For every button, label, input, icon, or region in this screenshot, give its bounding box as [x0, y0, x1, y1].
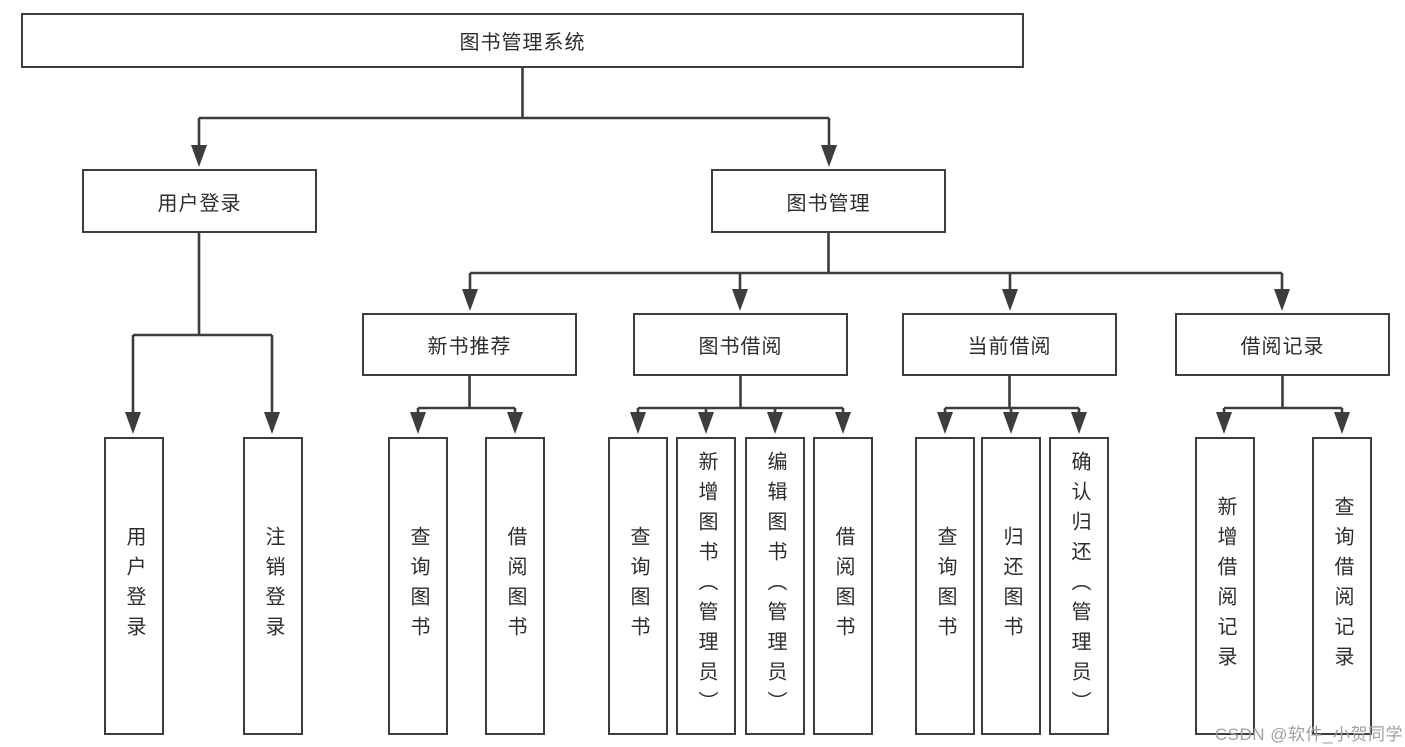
leaf-logout: 注销登录: [243, 437, 303, 735]
leaf-query-borrow-record: 查询借阅记录: [1312, 437, 1372, 735]
leaf-add-borrow-record-label: 新增借阅记录: [1214, 496, 1236, 676]
connector-root: [191, 68, 837, 167]
node-user-login: 用户登录: [82, 169, 317, 233]
leaf-borrow-books-label: 借阅图书: [832, 526, 854, 646]
leaf-recommend-query-books-label: 查询图书: [407, 526, 429, 646]
leaf-edit-books-admin-label: 编辑图书（管理员）: [764, 451, 786, 721]
leaf-add-borrow-record: 新增借阅记录: [1195, 437, 1255, 735]
leaf-current-query-books-label: 查询图书: [934, 526, 956, 646]
node-book-borrow-label: 图书借阅: [698, 336, 783, 358]
leaf-return-books: 归还图书: [981, 437, 1041, 735]
leaf-recommend-query-books: 查询图书: [388, 437, 448, 735]
connector-new-book-recommend: [410, 376, 523, 434]
node-current-borrow: 当前借阅: [902, 313, 1117, 376]
node-borrow-records-label: 借阅记录: [1240, 336, 1325, 358]
node-new-book-recommend: 新书推荐: [362, 313, 577, 376]
leaf-user-login-label: 用户登录: [123, 526, 145, 646]
leaf-borrow-books: 借阅图书: [813, 437, 873, 735]
connector-book-borrow: [630, 376, 851, 434]
leaf-current-query-books: 查询图书: [915, 437, 975, 735]
node-new-book-recommend-label: 新书推荐: [427, 336, 512, 358]
connector-user-login: [125, 233, 280, 434]
leaf-borrow-query-books-label: 查询图书: [627, 526, 649, 646]
node-current-borrow-label: 当前借阅: [967, 336, 1052, 358]
leaf-confirm-return-admin-label: 确认归还（管理员）: [1068, 451, 1090, 721]
connector-current-borrow: [937, 376, 1087, 434]
csdn-watermark: CSDN @软件_小贺同学: [1214, 725, 1403, 744]
leaf-add-books-admin-label: 新增图书（管理员）: [695, 451, 717, 721]
node-book-borrow: 图书借阅: [633, 313, 848, 376]
leaf-return-books-label: 归还图书: [1000, 526, 1022, 646]
leaf-confirm-return-admin: 确认归还（管理员）: [1049, 437, 1109, 735]
leaf-user-login: 用户登录: [104, 437, 164, 735]
leaf-recommend-borrow-books-label: 借阅图书: [504, 526, 526, 646]
leaf-recommend-borrow-books: 借阅图书: [485, 437, 545, 735]
leaf-edit-books-admin: 编辑图书（管理员）: [745, 437, 805, 735]
leaf-borrow-query-books: 查询图书: [608, 437, 668, 735]
connector-borrow-records: [1216, 376, 1350, 434]
node-user-login-label: 用户登录: [157, 192, 242, 215]
node-root-label: 图书管理系统: [459, 32, 586, 54]
leaf-query-borrow-record-label: 查询借阅记录: [1331, 496, 1353, 676]
leaf-logout-label: 注销登录: [262, 526, 284, 646]
connector-book-management: [462, 233, 1290, 311]
node-root: 图书管理系统: [21, 13, 1024, 68]
node-book-management: 图书管理: [711, 169, 946, 233]
leaf-add-books-admin: 新增图书（管理员）: [676, 437, 736, 735]
node-borrow-records: 借阅记录: [1175, 313, 1390, 376]
node-book-management-label: 图书管理: [786, 192, 871, 215]
